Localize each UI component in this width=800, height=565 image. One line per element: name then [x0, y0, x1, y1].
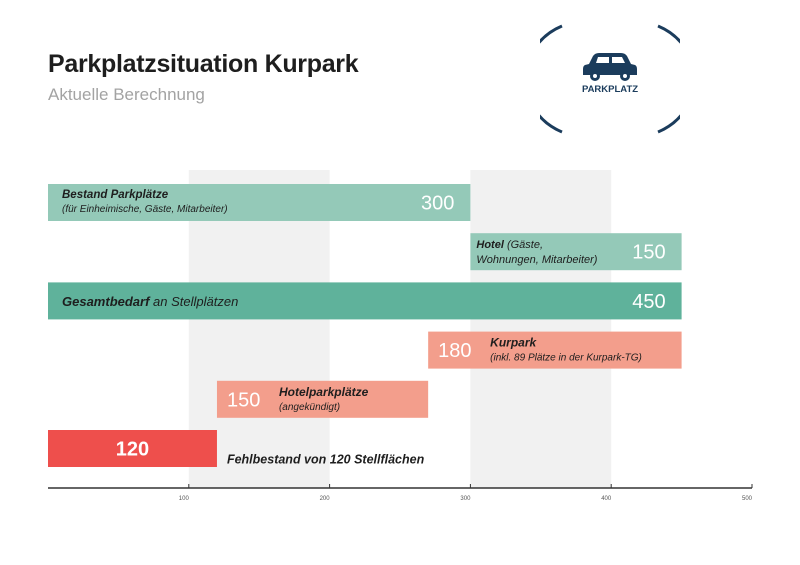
x-tick-label: 200 [320, 496, 331, 502]
bar-row: 450 Gesamtbedarf an Stellplätzen [48, 282, 682, 320]
bar-value-label: 450 [632, 291, 665, 313]
x-tick-label: 100 [179, 496, 190, 502]
car-icon [583, 53, 637, 81]
bar-row: 150 Hotelparkplätze (angekündigt) [216, 380, 429, 418]
bar [428, 331, 682, 369]
bar-note-line2: Wohnungen, Mitarbeiter) [476, 254, 597, 266]
bar-note: an Stellplätzen [149, 294, 238, 309]
bar-title: Hotel [476, 239, 504, 251]
bar [48, 184, 471, 221]
bar-value-label: 150 [632, 242, 665, 264]
bar [216, 380, 429, 418]
bar-title: Fehlbestand von 120 Stellflächen [227, 453, 425, 467]
bar-note: (angekündigt) [279, 402, 340, 413]
bar-title: Hotelparkplätze [279, 385, 369, 399]
bar-value-label: 300 [421, 193, 454, 215]
bar-title: Bestand Parkplätze [62, 189, 169, 201]
bar-category-label: Gesamtbedarf an Stellplätzen [62, 294, 238, 309]
bar-row: 150 Hotel (Gäste, Wohnungen, Mitarbeiter) [470, 233, 682, 271]
page-subtitle: Aktuelle Berechnung [48, 85, 205, 104]
logo-label: PARKPLATZ [582, 84, 638, 95]
grid-band [470, 170, 612, 488]
bar-note: (für Einheimische, Gäste, Mitarbeiter) [62, 204, 228, 215]
bar [470, 233, 682, 271]
x-tick-label: 300 [460, 496, 471, 502]
x-axis: 100 200 300 400 500 [48, 484, 753, 502]
bar [48, 430, 217, 467]
logo-right-arc [657, 24, 680, 134]
bar-value-label: 120 [116, 439, 149, 461]
bar-value-label: 150 [227, 389, 260, 411]
bar-title: Kurpark [490, 336, 537, 350]
bar-note: (Gäste, [504, 239, 543, 251]
parkplatz-logo: PARKPLATZ [540, 24, 680, 134]
bar-row: 300 Bestand Parkplätze (für Einheimische, … [48, 184, 471, 221]
grid-bands [188, 170, 612, 488]
x-tick-label: 400 [601, 496, 612, 502]
bar-value-label: 180 [438, 340, 471, 362]
bar-category-label: Hotel (Gäste, [476, 239, 543, 251]
bar-group: 300 Bestand Parkplätze (für Einheimische, … [48, 184, 682, 467]
bar-note: (inkl. 89 Plätze in der Kurpark-TG) [490, 353, 642, 364]
logo-left-arc [540, 24, 563, 134]
x-tick-label: 500 [742, 496, 753, 502]
bar [48, 282, 682, 320]
page-title: Parkplatzsituation Kurpark [48, 50, 359, 78]
bar-title: Gesamtbedarf [62, 294, 151, 309]
bar-row: 180 Kurpark (inkl. 89 Plätze in der Kurpar… [428, 331, 682, 369]
